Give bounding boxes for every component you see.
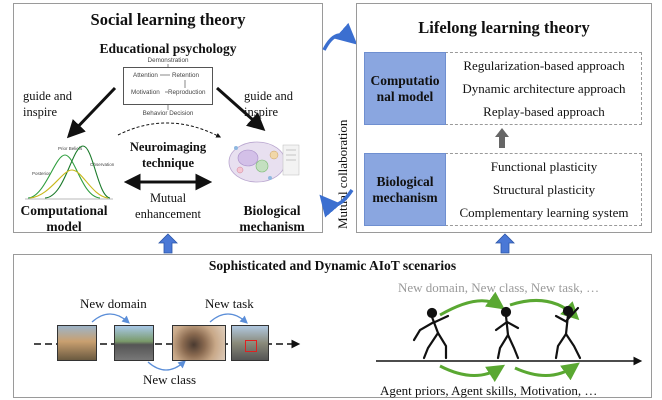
aiot-scenarios-panel — [13, 254, 652, 398]
comp-model-items-box — [440, 52, 642, 125]
scenario-photo-road — [114, 325, 154, 361]
biological-mechanism-label: Biological mechanism — [239, 203, 305, 234]
right-bottom-label: Agent priors, Agent skills, Motivation, … — [380, 383, 598, 398]
comp-item-dynamic-architecture: Dynamic architecture approach — [462, 81, 626, 96]
guide-inspire-left: guide and inspire — [23, 89, 72, 119]
right-top-label: New domain, New class, New task, … — [398, 280, 600, 295]
comp-item-replay: Replay-based approach — [483, 104, 605, 119]
bio-mechanism-items-box — [440, 153, 642, 226]
process-motivation: Motivation — [131, 89, 160, 96]
curve-label-posterior: Posterior — [32, 171, 51, 176]
comp-item-regularization: Regularization-based approach — [463, 58, 625, 73]
social-learning-title: Social learning theory — [90, 10, 246, 29]
new-class-label: New class — [143, 372, 197, 387]
computational-model-label: Computational model — [20, 203, 108, 234]
process-demonstration: Demonstration — [147, 57, 189, 64]
process-attention: Attention — [133, 72, 158, 79]
guide-inspire-right: guide and inspire — [244, 89, 293, 119]
detection-box — [245, 340, 257, 352]
bio-item-functional-plasticity: Functional plasticity — [490, 159, 598, 174]
new-domain-label: New domain — [80, 296, 147, 311]
aiot-scenarios-title: Sophisticated and Dynamic AIoT scenarios — [208, 258, 457, 273]
educational-psychology-label: Educational psychology — [99, 41, 237, 56]
lifelong-learning-title: Lifelong learning theory — [418, 18, 590, 37]
bio-item-complementary-learning: Complementary learning system — [459, 205, 629, 220]
curve-label-prior: Prior Beliefs — [58, 146, 83, 151]
curve-label-observation: Observation — [90, 162, 115, 167]
process-behavior-decision: Behavior Decision — [142, 110, 194, 117]
new-task-label: New task — [205, 296, 254, 311]
neuroimaging-label: Neuroimaging technique — [129, 140, 207, 170]
scenario-photo-detection — [231, 325, 269, 361]
bio-item-structural-plasticity: Structural plasticity — [492, 182, 596, 197]
lifelong-computational-model: Computatio nal model — [364, 52, 446, 125]
scenario-photo-motorcycle — [172, 325, 226, 361]
process-reproduction: Reproduction — [168, 89, 206, 96]
mutual-collaboration-label: Mutual collaboration — [335, 119, 350, 229]
scenario-photo-street — [57, 325, 97, 361]
lifelong-biological-mechanism: Biological mechanism — [364, 153, 446, 226]
mutual-enhancement-label: Mutual enhancement — [135, 191, 201, 222]
process-retention: Retention — [172, 72, 199, 79]
